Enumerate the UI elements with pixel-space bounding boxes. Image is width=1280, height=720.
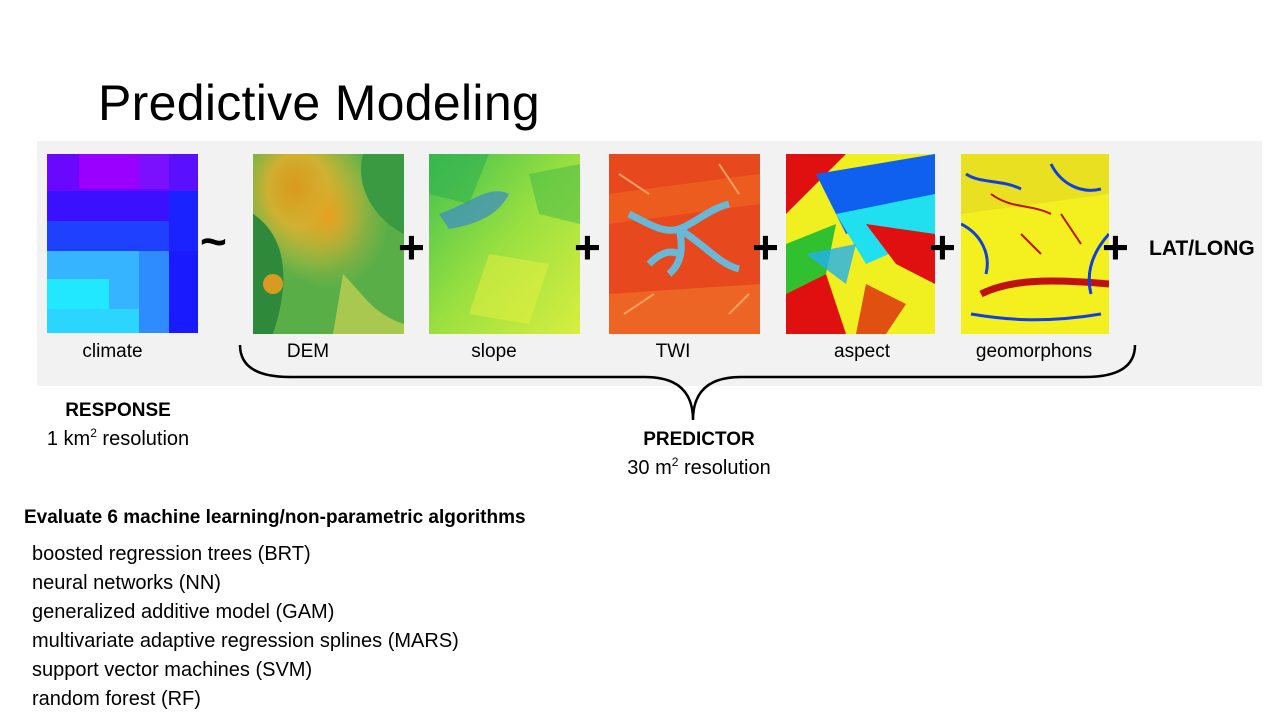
response-resolution-exponent: 2	[90, 426, 97, 440]
climate-map	[47, 154, 198, 333]
evaluation-heading: Evaluate 6 machine learning/non-parametr…	[24, 507, 526, 528]
response-resolution: 1 km2 resolution	[28, 426, 208, 451]
predictor-resolution-suffix: resolution	[678, 457, 771, 479]
twi-caption: TWI	[655, 341, 691, 362]
response-resolution-value: 1 km	[46, 428, 91, 450]
algorithm-item: generalized additive model (GAM)	[32, 601, 335, 623]
page-title: Predictive Modeling	[98, 75, 541, 131]
plus-operator-1: +	[398, 221, 425, 273]
tilde-operator: ~	[200, 215, 227, 267]
geomorphons-caption: geomorphons	[975, 341, 1093, 362]
aspect-caption: aspect	[834, 341, 890, 362]
plus-operator-3: +	[752, 221, 779, 273]
latlong-label: LAT/LONG	[1149, 237, 1255, 260]
response-heading: RESPONSE	[65, 400, 171, 421]
algorithm-item: neural networks (NN)	[32, 572, 221, 594]
algorithm-item: random forest (RF)	[32, 688, 201, 710]
algorithm-item: support vector machines (SVM)	[32, 659, 313, 681]
geomorphons-map	[961, 154, 1109, 334]
predictor-resolution: 30 m2 resolution	[589, 455, 809, 480]
slope-map	[429, 154, 580, 334]
slope-caption: slope	[471, 341, 517, 362]
predictor-resolution-value: 30 m	[627, 457, 672, 479]
plus-operator-2: +	[574, 221, 601, 273]
response-resolution-suffix: resolution	[96, 428, 190, 450]
algorithm-list: boosted regression trees (BRT) neural ne…	[32, 540, 459, 714]
dem-map	[253, 154, 404, 334]
climate-caption: climate	[82, 341, 143, 362]
dem-caption: DEM	[286, 341, 330, 362]
twi-map	[609, 154, 760, 334]
algorithm-item: multivariate adaptive regression splines…	[32, 630, 459, 652]
plus-operator-5: +	[1102, 221, 1129, 273]
predictor-heading: PREDICTOR	[643, 429, 755, 450]
algorithm-item: boosted regression trees (BRT)	[32, 543, 311, 565]
plus-operator-4: +	[929, 221, 956, 273]
predictor-resolution-exponent: 2	[671, 455, 679, 469]
aspect-map	[786, 154, 935, 334]
